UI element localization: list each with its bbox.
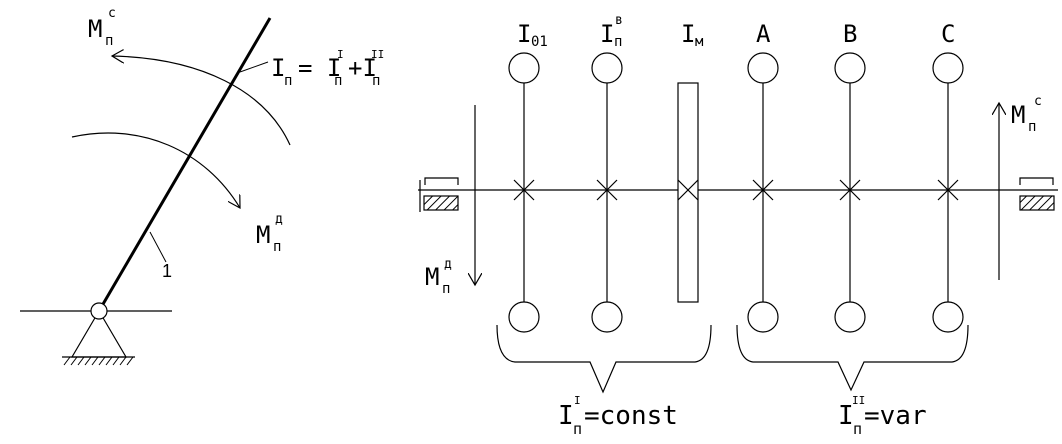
svg-text:п: п — [284, 73, 292, 89]
column-label: C — [941, 20, 955, 48]
resist-moment-arc — [112, 56, 291, 146]
link-label: 1 — [162, 261, 172, 281]
svg-text:п: п — [334, 73, 342, 89]
brace-const — [496, 324, 712, 394]
column-top-mass — [932, 52, 964, 84]
svg-text:M: M — [1011, 101, 1025, 129]
brace-var — [736, 324, 969, 392]
right-moment-drive-label: M п д — [425, 257, 452, 297]
left-mechanism: 1 M п с M п д I п = I п I +I п II — [20, 6, 384, 366]
svg-text:I: I — [337, 48, 344, 61]
group-var-label: I п II =var — [838, 394, 927, 438]
column-label-sup: в — [615, 13, 623, 28]
column-top-mass — [591, 52, 623, 84]
svg-text:п: п — [273, 239, 281, 255]
drive-moment-arc — [71, 132, 240, 208]
shaft-cross — [937, 179, 959, 201]
svg-text:I: I — [838, 401, 854, 431]
base-hatching — [63, 356, 134, 366]
svg-text:п: п — [442, 281, 450, 297]
svg-text:=const: =const — [584, 401, 678, 431]
svg-text:M: M — [256, 221, 270, 249]
svg-text:II: II — [852, 394, 865, 407]
svg-text:M: M — [425, 263, 439, 291]
shaft-cross — [513, 179, 535, 201]
svg-text:д: д — [444, 257, 452, 272]
group-const-label: I п I =const — [558, 394, 678, 438]
inertia-leader — [239, 61, 269, 73]
svg-text:M: M — [88, 15, 102, 43]
left-moment-drive-label: M п д — [256, 212, 283, 255]
column-bottom-mass — [747, 301, 779, 333]
svg-text:I: I — [574, 394, 581, 407]
column-bottom-mass — [508, 301, 540, 333]
flywheel-bar — [677, 82, 699, 303]
left-bearing — [419, 177, 459, 212]
column-label-sub: м — [695, 34, 704, 50]
svg-text:д: д — [275, 212, 283, 227]
link-1 — [97, 17, 272, 312]
column-label: I — [600, 20, 614, 48]
column-label: I — [681, 20, 695, 48]
svg-text:п: п — [853, 420, 862, 438]
svg-text:= I: = I — [298, 54, 341, 82]
svg-text:I: I — [558, 401, 574, 431]
svg-text:+I: +I — [348, 54, 377, 82]
column-top-mass — [834, 52, 866, 84]
shaft-cross — [752, 179, 774, 201]
svg-text:с: с — [1034, 94, 1042, 109]
svg-text:п: п — [105, 33, 113, 49]
right-bearing — [1019, 177, 1055, 211]
column-label: B — [843, 20, 857, 48]
shaft-cross — [839, 179, 861, 201]
left-moment-resist-label: M п с — [88, 6, 116, 49]
shaft-cross — [596, 179, 618, 201]
column-label-sub: 01 — [531, 34, 548, 50]
column-label: A — [756, 20, 771, 48]
column-top-mass — [508, 52, 540, 84]
svg-text:с: с — [108, 6, 116, 21]
svg-text:п: п — [573, 420, 582, 438]
pivot-hinge — [90, 302, 108, 320]
column-bottom-mass — [834, 301, 866, 333]
shaft-cross — [677, 179, 699, 201]
svg-text:=var: =var — [864, 401, 927, 431]
inertia-equation: I п = I п I +I п II — [271, 48, 384, 89]
column-bottom-mass — [932, 301, 964, 333]
column-top-mass — [747, 52, 779, 84]
column-label: I — [517, 20, 531, 48]
column-label-sub: п — [614, 34, 622, 50]
right-moment-resist-label: M п с — [1011, 94, 1042, 135]
link-leader — [149, 231, 167, 263]
svg-text:п: п — [1028, 119, 1036, 135]
column-bottom-mass — [591, 301, 623, 333]
svg-text:п: п — [372, 73, 380, 89]
svg-text:II: II — [371, 48, 384, 61]
svg-text:I: I — [271, 54, 285, 82]
